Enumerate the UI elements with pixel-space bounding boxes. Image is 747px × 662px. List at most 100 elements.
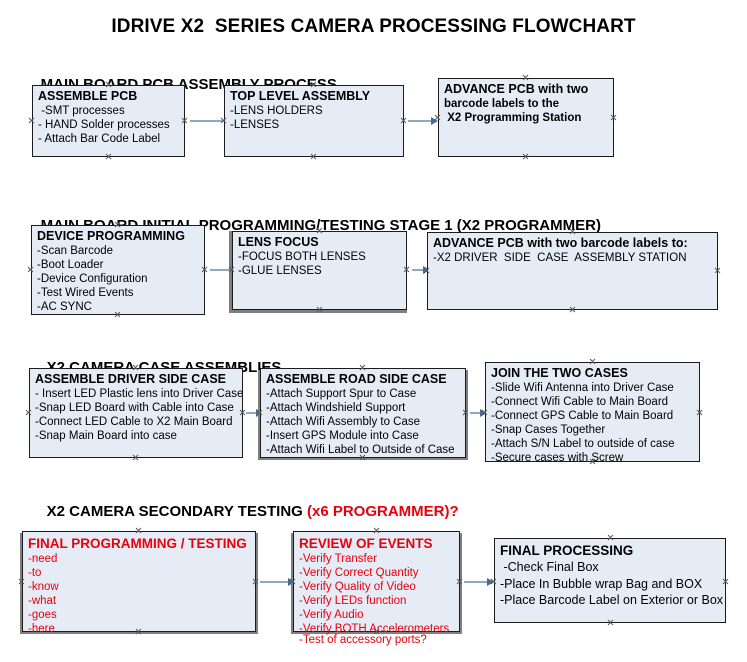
connection-handle-bottom[interactable] (310, 153, 317, 160)
connection-handle-right[interactable] (722, 578, 729, 585)
connection-handle-top[interactable] (310, 81, 317, 88)
connection-handle-right[interactable] (456, 578, 463, 585)
node-line: -goes (28, 609, 57, 621)
connection-handle-right[interactable] (201, 266, 208, 273)
node-line: -Attach Wifi Label to Outside of Case (266, 444, 455, 456)
node-line: -need (28, 553, 58, 565)
connection-handle-right[interactable] (462, 409, 469, 416)
connection-handle-right[interactable] (252, 578, 259, 585)
connection-handle-top[interactable] (105, 81, 112, 88)
connection-handle-top[interactable] (373, 527, 380, 534)
connection-handle-top[interactable] (569, 228, 576, 235)
node-line: -SMT processes (38, 105, 125, 117)
connector-arrow (260, 581, 290, 583)
node-line: -LENS HOLDERS (230, 105, 323, 117)
node-title: DEVICE PROGRAMMING (37, 229, 185, 243)
connection-handle-left[interactable] (220, 117, 227, 124)
connection-handle-top[interactable] (135, 527, 142, 534)
connector-arrow (412, 269, 428, 271)
connection-handle-left[interactable] (18, 578, 25, 585)
node-review-of-events[interactable]: REVIEW OF EVENTS -Verify Transfer -Verif… (293, 531, 460, 646)
connection-handle-left[interactable] (25, 409, 32, 416)
section-heading-4: X2 CAMERA SECONDARY TESTING (x6 PROGRAMM… (30, 486, 459, 537)
node-line: -Connect LED Cable to X2 Main Board (35, 416, 233, 428)
connection-handle-left[interactable] (228, 266, 235, 273)
node-join-the-two-cases[interactable]: JOIN THE TWO CASES -Slide Wifi Antenna i… (485, 362, 700, 464)
connection-handle-right[interactable] (181, 117, 188, 124)
node-line: -Place Barcode Label on Exterior or Box (500, 593, 724, 607)
node-title: ADVANCE PCB with two (444, 82, 589, 96)
node-title: ASSEMBLE PCB (38, 89, 138, 103)
node-line: -Connect Wifi Cable to Main Board (491, 396, 669, 408)
node-line: -GLUE LENSES (238, 265, 322, 277)
node-line: -FOCUS BOTH LENSES (238, 251, 366, 263)
connection-handle-right[interactable] (610, 114, 617, 121)
connection-handle-bottom[interactable] (569, 306, 576, 313)
node-line: -Check Final Box (500, 560, 599, 574)
connection-handle-bottom[interactable] (132, 454, 139, 461)
section-heading-4-accent: (x6 PROGRAMMER)? (306, 503, 459, 520)
node-line: -Verify Transfer (299, 553, 377, 565)
connection-handle-bottom[interactable] (316, 306, 323, 313)
node-line: -Insert GPS Module into Case (266, 430, 419, 442)
node-advance-pcb-station[interactable]: ADVANCE PCB with two barcode labels to t… (438, 78, 614, 157)
connector-arrow (464, 581, 489, 583)
node-line: -AC SYNC (37, 301, 92, 313)
connection-handle-bottom[interactable] (114, 311, 121, 318)
connection-handle-left[interactable] (27, 266, 34, 273)
connection-handle-bottom[interactable] (105, 153, 112, 160)
node-assemble-pcb[interactable]: ASSEMBLE PCB -SMT processes - HAND Solde… (32, 85, 185, 157)
node-final-programming-testing[interactable]: FINAL PROGRAMMING / TESTING -need -to -k… (22, 531, 256, 635)
connection-handle-bottom[interactable] (359, 454, 366, 461)
connection-handle-left[interactable] (256, 409, 263, 416)
connection-handle-left[interactable] (490, 578, 497, 585)
node-line: barcode labels to the (444, 98, 560, 110)
connection-handle-top[interactable] (522, 74, 529, 81)
node-line: -Attach Wifi Assembly to Case (266, 416, 421, 428)
connection-handle-right[interactable] (714, 267, 721, 274)
node-title: TOP LEVEL ASSEMBLY (230, 89, 371, 103)
connection-handle-top[interactable] (359, 364, 366, 371)
connection-handle-left[interactable] (481, 409, 488, 416)
node-lens-focus[interactable]: LENS FOCUS -FOCUS BOTH LENSES -GLUE LENS… (232, 231, 407, 310)
connection-handle-left[interactable] (28, 117, 35, 124)
connection-handle-top[interactable] (316, 227, 323, 234)
connection-handle-right[interactable] (696, 409, 703, 416)
connection-handle-left[interactable] (434, 114, 441, 121)
connection-handle-left[interactable] (289, 578, 296, 585)
connection-handle-left[interactable] (423, 267, 430, 274)
node-assemble-driver-side-case[interactable]: ASSEMBLE DRIVER SIDE CASE - Insert LED P… (29, 368, 243, 458)
node-advance-pcb-driver-side[interactable]: ADVANCE PCB with two barcode labels to: … (427, 232, 718, 310)
connection-handle-top[interactable] (589, 358, 596, 365)
node-line: -Place In Bubble wrap Bag and BOX (500, 576, 703, 591)
connector-arrow (246, 412, 260, 414)
node-line: -here (28, 623, 55, 635)
connection-handle-top[interactable] (114, 221, 121, 228)
node-line: -X2 DRIVER SIDE CASE ASSEMBLY STATION (433, 252, 687, 264)
connection-handle-top[interactable] (132, 364, 139, 371)
node-assemble-road-side-case[interactable]: ASSEMBLE ROAD SIDE CASE -Attach Support … (260, 368, 466, 458)
connector-arrow (210, 269, 235, 271)
connection-handle-right[interactable] (400, 117, 407, 124)
node-line: -Verify LEDs function (299, 595, 407, 607)
node-line: -what (28, 595, 57, 607)
node-line: - Attach Bar Code Label (38, 133, 161, 145)
connection-handle-right[interactable] (239, 409, 246, 416)
node-line: -Snap Cases Together (491, 424, 606, 436)
connection-handle-bottom[interactable] (135, 628, 142, 635)
connection-handle-bottom[interactable] (373, 628, 380, 635)
node-title: FINAL PROGRAMMING / TESTING (28, 536, 247, 551)
node-line: -Scan Barcode (37, 245, 114, 257)
connector-arrow (470, 412, 484, 414)
node-line: -know (28, 581, 59, 593)
node-line: -Verify Quality of Video (299, 581, 416, 593)
connector-arrow (408, 120, 432, 122)
node-top-level-assembly[interactable]: TOP LEVEL ASSEMBLY -LENS HOLDERS -LENSES (224, 85, 404, 157)
connection-handle-bottom[interactable] (522, 153, 529, 160)
connection-handle-bottom[interactable] (589, 458, 596, 465)
node-final-processing[interactable]: FINAL PROCESSING -Check Final Box -Place… (494, 538, 726, 623)
connection-handle-top[interactable] (607, 534, 614, 541)
connection-handle-bottom[interactable] (607, 619, 614, 626)
connection-handle-right[interactable] (403, 266, 410, 273)
node-device-programming[interactable]: DEVICE PROGRAMMING -Scan Barcode -Boot L… (31, 225, 205, 315)
